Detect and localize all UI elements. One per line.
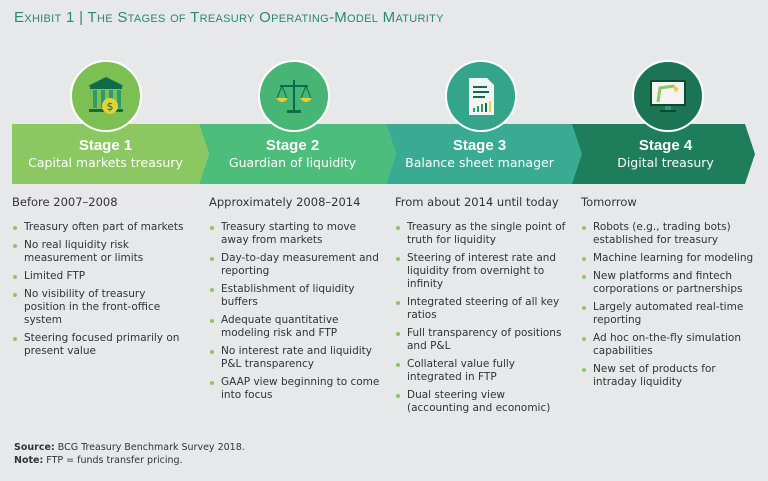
stage-1-details: Before 2007–2008 Treasury often part of … [12, 196, 187, 363]
stage-2-chevron [199, 124, 396, 184]
list-item: Collateral value fully integrated in FTP [395, 358, 570, 384]
list-item: Integrated steering of all key ratios [395, 296, 570, 322]
list-item: Robots (e.g., trading bots) established … [581, 221, 756, 247]
stage-title: Stage 1 [78, 137, 133, 154]
robot-monitor-icon [632, 60, 704, 132]
stage-period: Tomorrow [581, 195, 637, 209]
list-item: New set of products for intraday liquidi… [581, 363, 756, 389]
note-text: FTP = funds transfer pricing. [43, 455, 183, 466]
scales-icon [258, 60, 330, 132]
note-label: Note: [14, 455, 44, 466]
list-item: Treasury starting to move away from mark… [209, 221, 384, 247]
stage-name: Digital treasury [617, 155, 714, 170]
list-item: Largely automated real-time reporting [581, 301, 756, 327]
list-item: No real liquidity risk measurement or li… [12, 239, 187, 265]
stage-3-chevron [386, 124, 583, 184]
list-item: No interest rate and liquidity P&L trans… [209, 345, 384, 371]
report-chart-icon [445, 60, 517, 132]
stage-period: From about 2014 until today [395, 195, 559, 209]
list-item: Limited FTP [12, 270, 187, 283]
stage-period: Before 2007–2008 [12, 195, 118, 209]
stage-name: Capital markets treasury [28, 155, 183, 170]
stage-title: Stage 3 [452, 137, 507, 154]
list-item: Steering focused primarily on present va… [12, 332, 187, 358]
stage-3-details: From about 2014 until today Treasury as … [395, 196, 570, 420]
svg-text:$: $ [107, 100, 114, 113]
stages-band [0, 124, 768, 184]
list-item: Steering of interest rate and liquidity … [395, 252, 570, 291]
stage-4-details: Tomorrow Robots (e.g., trading bots) est… [581, 196, 756, 394]
list-item: Day-to-day measurement and reporting [209, 252, 384, 278]
stage-title: Stage 2 [265, 137, 320, 154]
stage-4-chevron [572, 124, 755, 184]
list-item: Treasury often part of markets [12, 221, 187, 234]
note-line: Note: FTP = funds transfer pricing. [14, 454, 245, 467]
stage-2-details: Approximately 2008–2014 Treasury startin… [209, 196, 384, 407]
stage-period: Approximately 2008–2014 [209, 195, 361, 209]
stage-title: Stage 4 [638, 137, 693, 154]
list-item: Full transparency of positions and P&L [395, 327, 570, 353]
stage-1-chevron [12, 124, 209, 184]
source-text: BCG Treasury Benchmark Survey 2018. [54, 442, 245, 453]
stage-name: Balance sheet manager [405, 155, 554, 170]
bank-icon: $ [70, 60, 142, 132]
list-item: Adequate quantitative modeling risk and … [209, 314, 384, 340]
list-item: Establishment of liquidity buffers [209, 283, 384, 309]
list-item: GAAP view beginning to come into focus [209, 376, 384, 402]
footer: Source: BCG Treasury Benchmark Survey 20… [14, 441, 245, 467]
list-item: Treasury as the single point of truth fo… [395, 221, 570, 247]
source-line: Source: BCG Treasury Benchmark Survey 20… [14, 441, 245, 454]
source-label: Source: [14, 442, 55, 453]
list-item: Dual steering view (accounting and econo… [395, 389, 570, 415]
list-item: New platforms and fintech corporations o… [581, 270, 756, 296]
list-item: Machine learning for modeling [581, 252, 756, 265]
exhibit-title: Exhibit 1 | The Stages of Treasury Opera… [14, 9, 444, 26]
list-item: Ad hoc on-the-fly simulation capabilitie… [581, 332, 756, 358]
stage-name: Guardian of liquidity [228, 155, 357, 170]
list-item: No visibility of treasury position in th… [12, 288, 187, 327]
